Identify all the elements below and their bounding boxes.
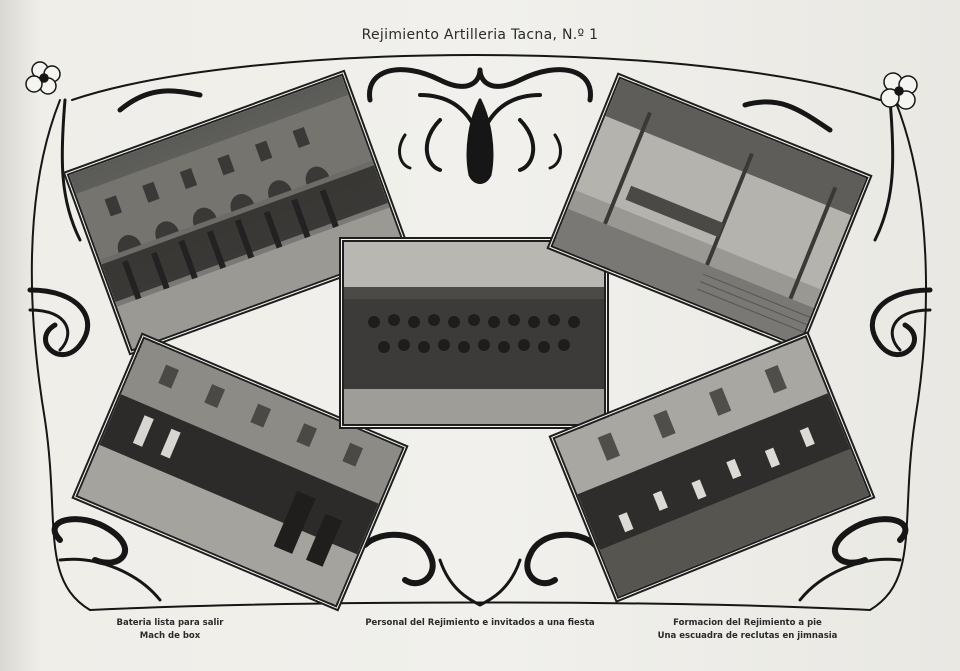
caption-left-line2: Mach de box: [139, 631, 201, 641]
photo-group-portrait: [341, 239, 607, 427]
photo-recruits-in-gymnasium: [554, 337, 870, 597]
caption-left-line1: Bateria lista para salir: [116, 618, 224, 628]
caption-center-line1: Personal del Rejimiento e invitados a un…: [365, 618, 595, 628]
caption-right-line1: Formacion del Rejimiento a pie: [673, 618, 822, 628]
caption-right-line2: Una escuadra de reclutas en jimnasia: [657, 631, 838, 641]
photo-regiment-cavalry-courtyard: [65, 71, 409, 354]
photo-boxing-match-scene: [77, 339, 403, 605]
flower-icon: [880, 72, 918, 110]
page-title: Rejimiento Artilleria Tacna, N.º 1: [361, 27, 599, 43]
photo-staff-and-guests-group: [344, 242, 604, 424]
flower-icon: [25, 61, 61, 95]
photo-regiment-courtyard-horses: [69, 75, 405, 350]
photo-formation-under-roof: [549, 74, 870, 350]
caption-center: Personal del Rejimiento e invitados a un…: [330, 617, 630, 630]
caption-left: Bateria lista para salir Mach de box: [100, 617, 240, 643]
caption-right: Formacion del Rejimiento a pie Una escua…: [635, 617, 860, 643]
photo-recruits-gymnastics: [551, 333, 873, 601]
photo-regiment-formation-on-foot: [552, 78, 867, 346]
photo-boxing-match: [74, 334, 406, 610]
